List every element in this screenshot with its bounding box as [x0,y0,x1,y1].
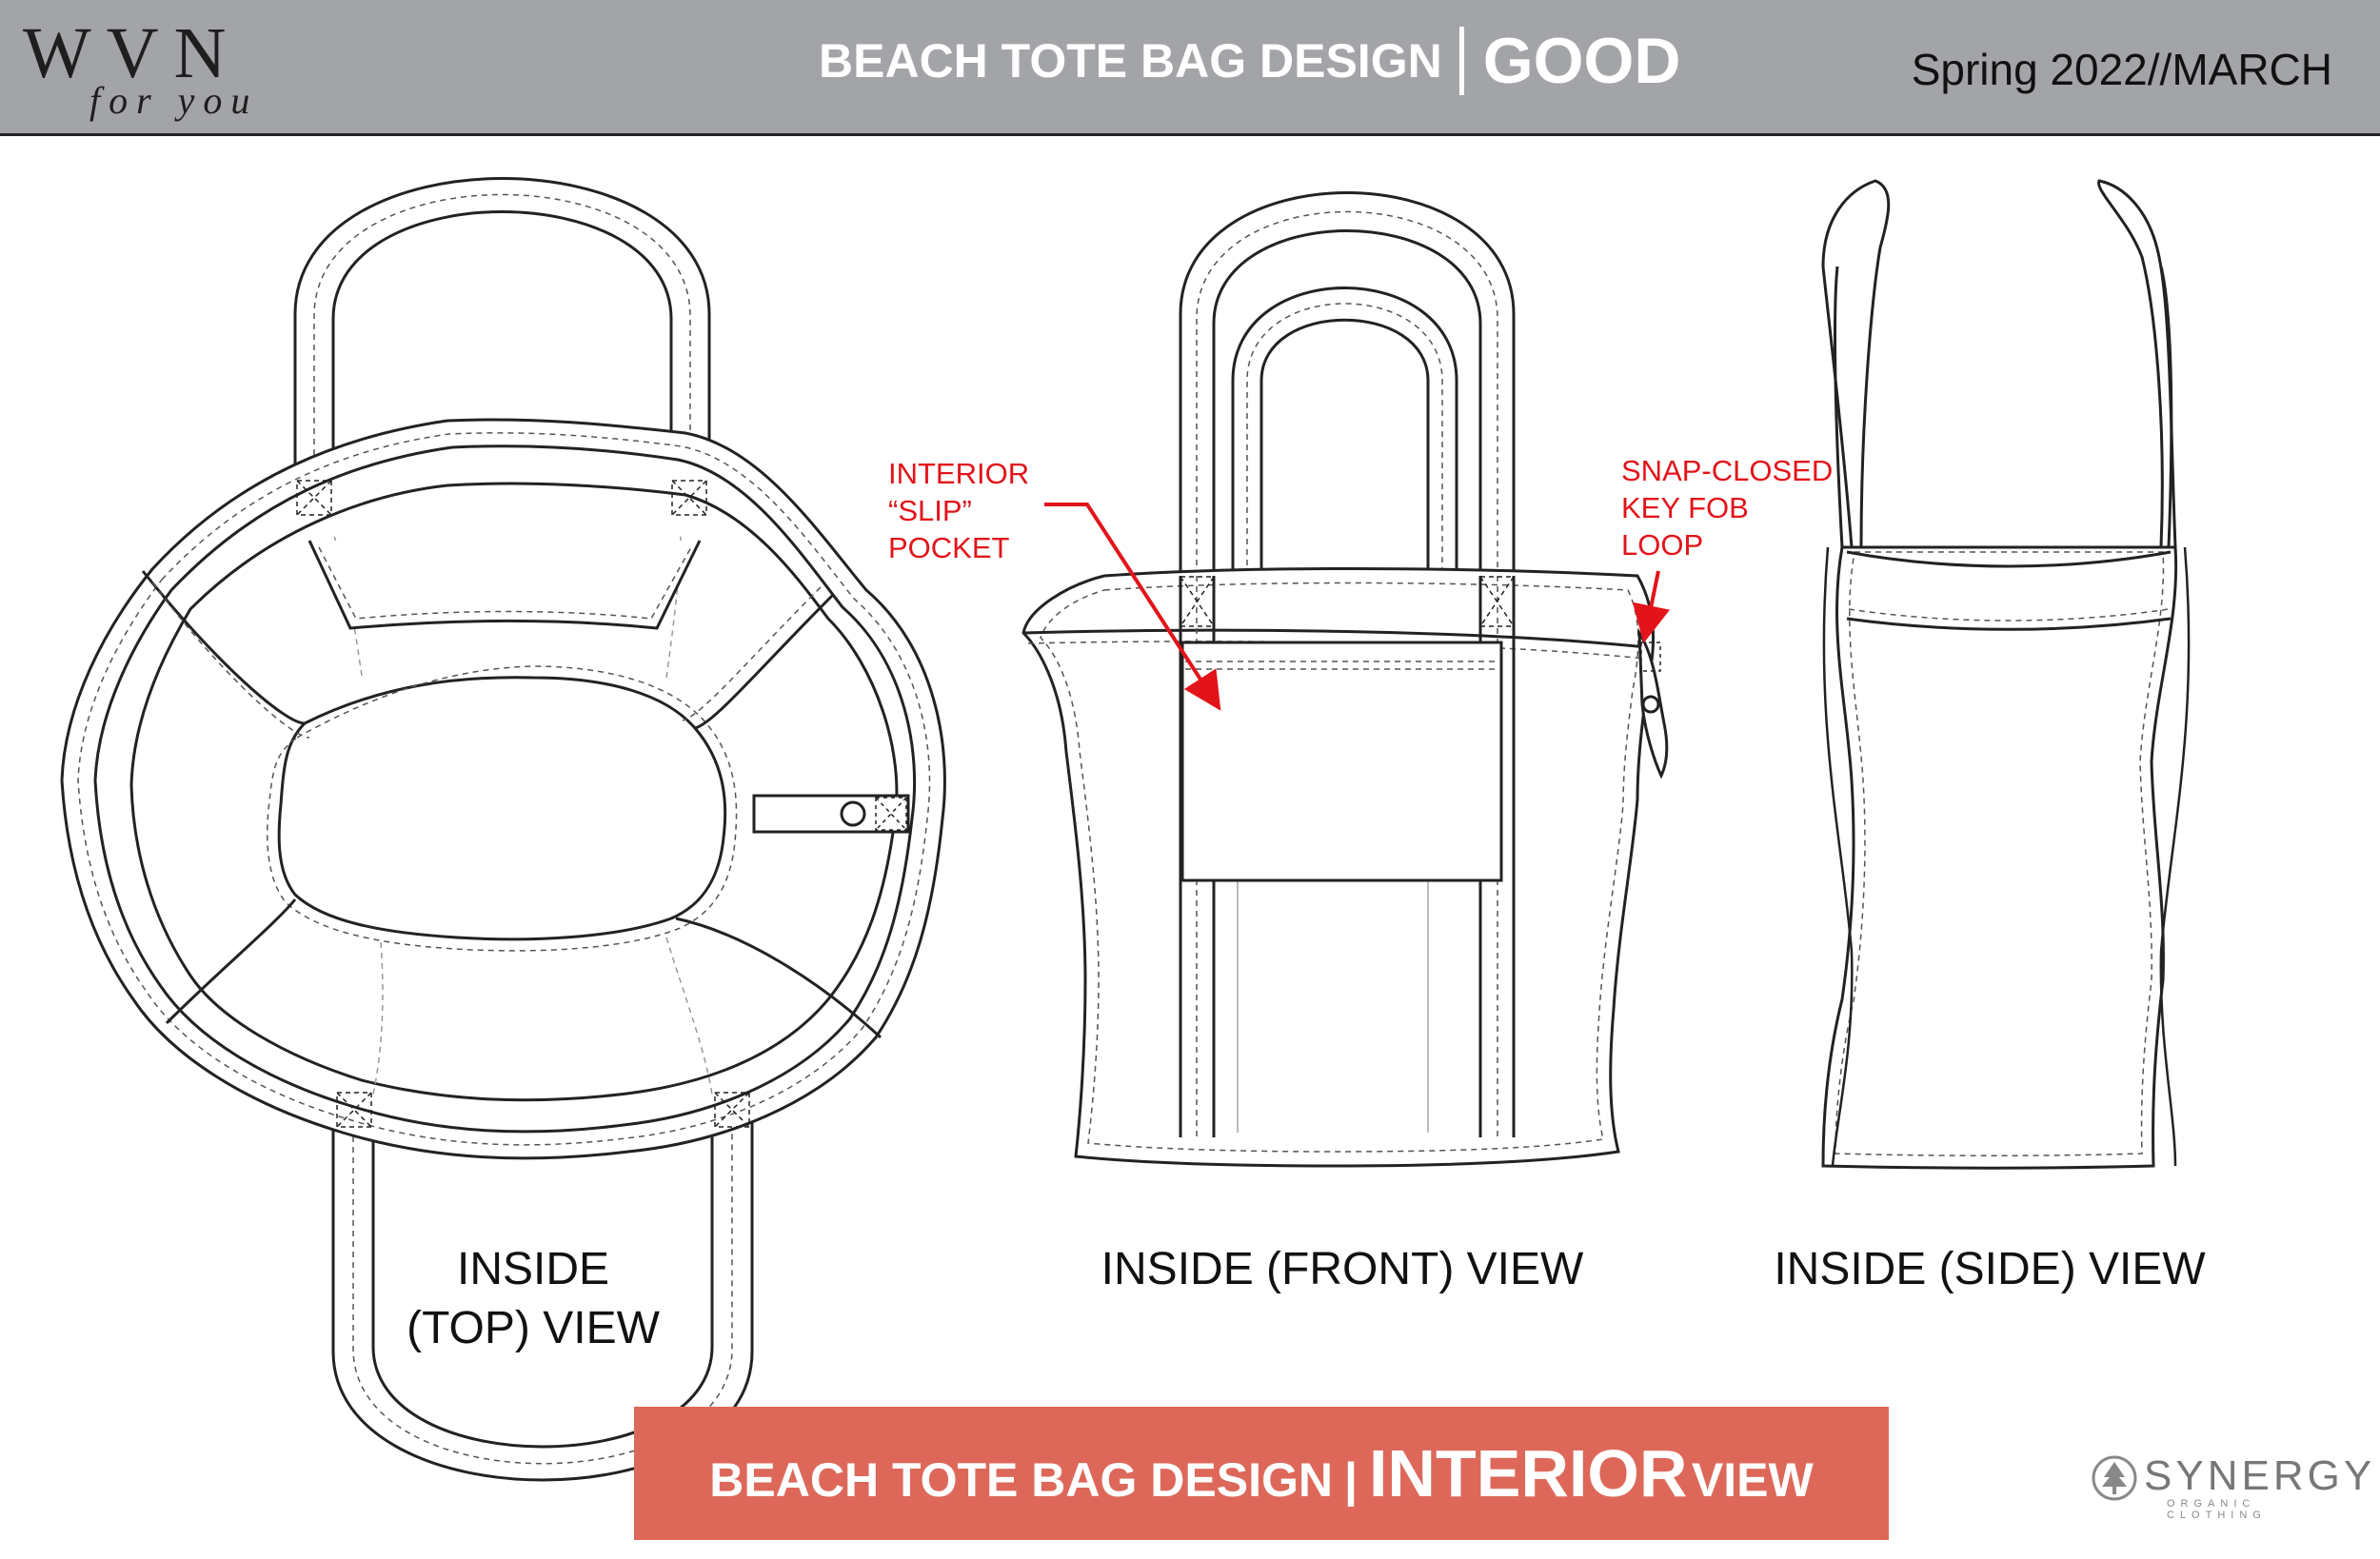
header-bar: WVN for you BEACH TOTE BAG DESIGN GOOD Sp… [0,0,2380,136]
top-view-lower-handle [331,1095,754,1482]
season-label: Spring 2022//MARCH [1911,45,2332,94]
pocket-callout-line3: POCKET [888,531,1010,564]
synergy-brand: SYNERGY ORGANIC CLOTHING [2091,1454,2371,1521]
top-view-drawing [60,177,946,1482]
side-view-top-band [1846,550,2172,568]
pocket-callout-line2: “SLIP” [888,494,972,527]
logo-tagline: for you [89,79,259,122]
top-view-label: INSIDE (TOP) VIEW [381,1240,685,1358]
footer-separator: | [1343,1453,1358,1507]
top-view-outer-rim [60,418,946,1160]
brand-name: SYNERGY [2144,1452,2376,1499]
brand-logo: WVN for you [23,17,270,122]
logo-wordmark: WVN [23,13,242,93]
title-grade: GOOD [1482,25,1681,97]
top-view-handle-tacks [296,480,750,1128]
footer-suffix: VIEW [1691,1453,1814,1507]
side-view-body [1821,545,2178,1170]
footer-title: BEACH TOTE BAG DESIGN [709,1453,1333,1507]
pocket-callout: INTERIOR “SLIP” POCKET [888,455,1029,566]
keyfob-callout-line3: LOOP [1621,528,1704,562]
top-view-slip-pocket [307,540,702,630]
top-view-wall-edge [129,482,899,1102]
top-view-rim-inner [93,444,917,1134]
side-view-label: INSIDE (SIDE) VIEW [1774,1244,2206,1294]
tree-icon [2092,1455,2137,1501]
top-view-base [277,676,727,941]
top-view-label-line1: INSIDE [456,1244,610,1294]
top-view-key-fob-loop [752,794,910,834]
footer-banner: BEACH TOTE BAG DESIGN|INTERIOR VIEW [634,1407,1889,1540]
front-view-top-band [1022,628,1648,649]
footer-emphasis: INTERIOR [1368,1436,1688,1510]
title-divider [1458,27,1464,95]
front-view-handle-tacks [1180,576,1515,627]
top-view-label-line2: (TOP) VIEW [407,1303,660,1353]
side-view-hem [1846,617,2172,631]
front-view-slip-pocket [1180,641,1503,882]
side-view-handles [1821,179,2177,548]
pocket-callout-line1: INTERIOR [888,457,1030,490]
title-main: BEACH TOTE BAG DESIGN [819,34,1442,88]
brand-tagline: ORGANIC CLOTHING [2167,1498,2267,1521]
keyfob-callout-arrow [1632,570,1671,643]
front-view-label: INSIDE (FRONT) VIEW [1101,1244,1584,1294]
keyfob-callout-line1: SNAP-CLOSED [1621,454,1834,487]
front-view-handles [1179,191,1516,576]
page-title: BEACH TOTE BAG DESIGN GOOD [819,27,1680,112]
side-view-drawing [1821,179,2191,1170]
top-view-upper-handle [293,177,711,476]
front-view-drawing [1021,191,1669,1168]
keyfob-callout: SNAP-CLOSED KEY FOB LOOP [1621,452,1833,563]
pocket-callout-arrow [1044,503,1221,711]
keyfob-callout-line2: KEY FOB [1621,491,1749,524]
